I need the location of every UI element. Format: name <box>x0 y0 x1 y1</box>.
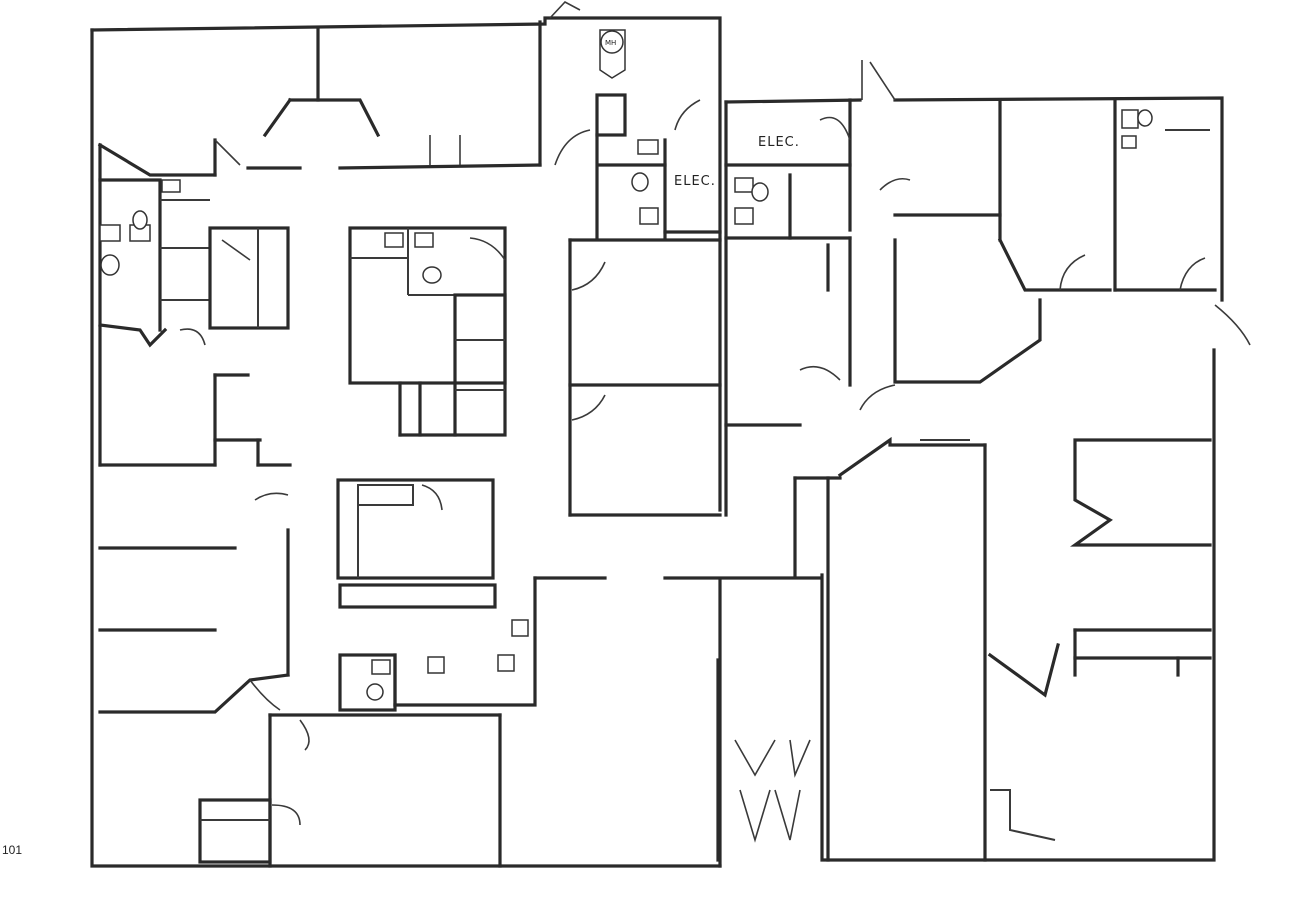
left-restrooms <box>98 178 210 348</box>
bottom-middle-rooms <box>198 576 822 868</box>
left-closets <box>208 226 292 467</box>
central-core <box>348 226 507 437</box>
right-building-north: ELEC. <box>724 98 1217 292</box>
manhole-label: MH <box>605 39 616 47</box>
top-left-rooms <box>97 20 542 467</box>
right-building-middle <box>724 236 1042 862</box>
right-building-outline <box>724 96 1224 862</box>
left-building-outline <box>90 16 722 868</box>
north-utility-rooms: MH ELEC. <box>554 29 722 240</box>
reception-block <box>336 478 497 609</box>
minor-marks <box>549 1 970 441</box>
left-middle-rooms <box>98 438 290 714</box>
elec-label-right: ELEC. <box>758 135 800 150</box>
right-building-east <box>987 304 1251 841</box>
double-doors-south <box>716 658 811 862</box>
core-east-rooms <box>568 238 722 517</box>
page-number: 101 <box>2 843 23 857</box>
elec-label-left: ELEC. <box>674 174 716 189</box>
